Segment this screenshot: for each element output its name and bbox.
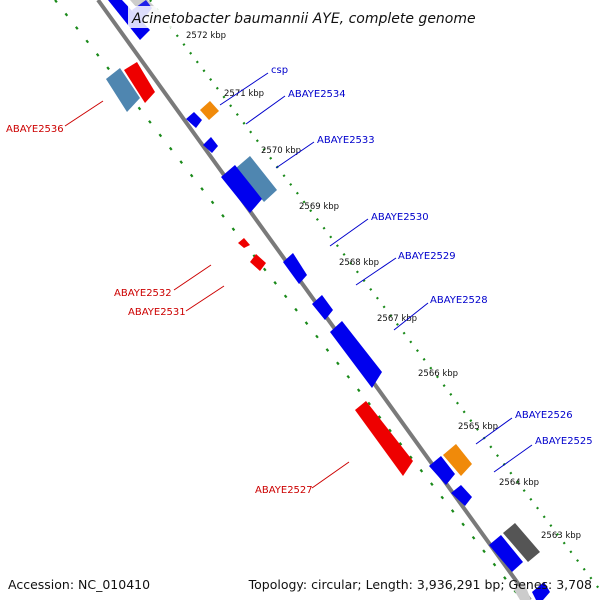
tick-label: 2565 kbp [458, 422, 498, 432]
gene-arrow-blue-bottom-2 [532, 582, 550, 600]
gene-label-abaye2525: ABAYE2525 [535, 436, 593, 447]
gene-arrow-gray-bottom [503, 523, 540, 562]
gene-label-abaye2527: ABAYE2527 [255, 485, 313, 496]
leader-csp [219, 72, 269, 106]
kbp-ticks: 2572 kbp 2571 kbp 2570 kbp 2569 kbp 2568… [186, 31, 581, 541]
tick-label: 2564 kbp [499, 478, 539, 488]
gene-label-abaye2526: ABAYE2526 [515, 410, 573, 421]
outer-right-dotted-line [149, 0, 600, 591]
gene-arrow-blue-2530 [283, 253, 307, 284]
tick-label: 2566 kbp [418, 369, 458, 379]
tick-label: 2568 kbp [339, 258, 379, 268]
tick-label: 2572 kbp [186, 31, 226, 41]
gene-label-csp: csp [271, 65, 288, 76]
gene-arrow-red-2531 [250, 254, 266, 271]
gene-labels: csp ABAYE2534 ABAYE2533 ABAYE2530 ABAYE2… [6, 65, 593, 496]
gene-arrow-orange-2526 [443, 444, 472, 476]
leader-2526 [475, 417, 513, 445]
leader-2527 [311, 461, 350, 489]
gene-arrow-blue-2528 [330, 321, 382, 388]
gene-arrow-blue-2529 [312, 295, 333, 320]
gene-label-abaye2529: ABAYE2529 [398, 251, 456, 262]
gene-arrow-blue-2533-small [203, 137, 218, 153]
tick-label: 2569 kbp [299, 202, 339, 212]
gene-label-abaye2533: ABAYE2533 [317, 135, 375, 146]
leader-2536 [64, 100, 104, 127]
gene-arrow-blue-2533 [221, 165, 262, 213]
leader-2528 [393, 302, 429, 331]
title-backing [128, 6, 446, 28]
gene-label-abaye2530: ABAYE2530 [371, 212, 429, 223]
leader-2525 [493, 444, 533, 473]
accession-text: Accession: NC_010410 [8, 577, 151, 592]
gene-arrow-red-2527 [355, 401, 413, 476]
gene-label-abaye2531: ABAYE2531 [128, 307, 186, 318]
map-title: Acinetobacter baumannii AYE, complete ge… [131, 11, 476, 27]
leader-2534 [245, 95, 286, 125]
gene-arrow-blue-bottom [489, 535, 523, 572]
gene-label-abaye2532: ABAYE2532 [114, 288, 172, 299]
leader-2533 [275, 141, 315, 169]
tick-label: 2567 kbp [377, 314, 417, 324]
tick-label: 2571 kbp [224, 89, 264, 99]
gene-arrow-lightgray-bottom [514, 582, 531, 600]
gene-arrow-steelblue-2536 [106, 68, 140, 112]
tick-label: 2563 kbp [541, 531, 581, 541]
leader-2532 [173, 264, 212, 291]
gene-arrow-red-2532 [238, 238, 250, 248]
gene-arrow-steelblue-2533 [236, 156, 277, 202]
gene-arrow-blue-2534 [186, 112, 202, 128]
gene-arrow-blue-2526 [429, 456, 455, 485]
genome-backbone [96, 0, 532, 600]
leader-2529 [355, 257, 397, 286]
gene-arrow-orange-csp [200, 101, 219, 120]
gene-label-abaye2528: ABAYE2528 [430, 295, 488, 306]
gene-arrow-red-2536 [124, 62, 155, 103]
leader-2530 [329, 218, 369, 247]
gene-arrow-blue-2525 [451, 485, 472, 506]
gene-label-abaye2536: ABAYE2536 [6, 124, 64, 135]
gene-label-abaye2534: ABAYE2534 [288, 89, 346, 100]
gene-arrows [106, 0, 550, 600]
tick-label: 2570 kbp [261, 146, 301, 156]
label-leader-lines [64, 72, 533, 489]
leader-2531 [185, 285, 225, 312]
topology-text: Topology: circular; Length: 3,936,291 bp… [248, 577, 592, 592]
